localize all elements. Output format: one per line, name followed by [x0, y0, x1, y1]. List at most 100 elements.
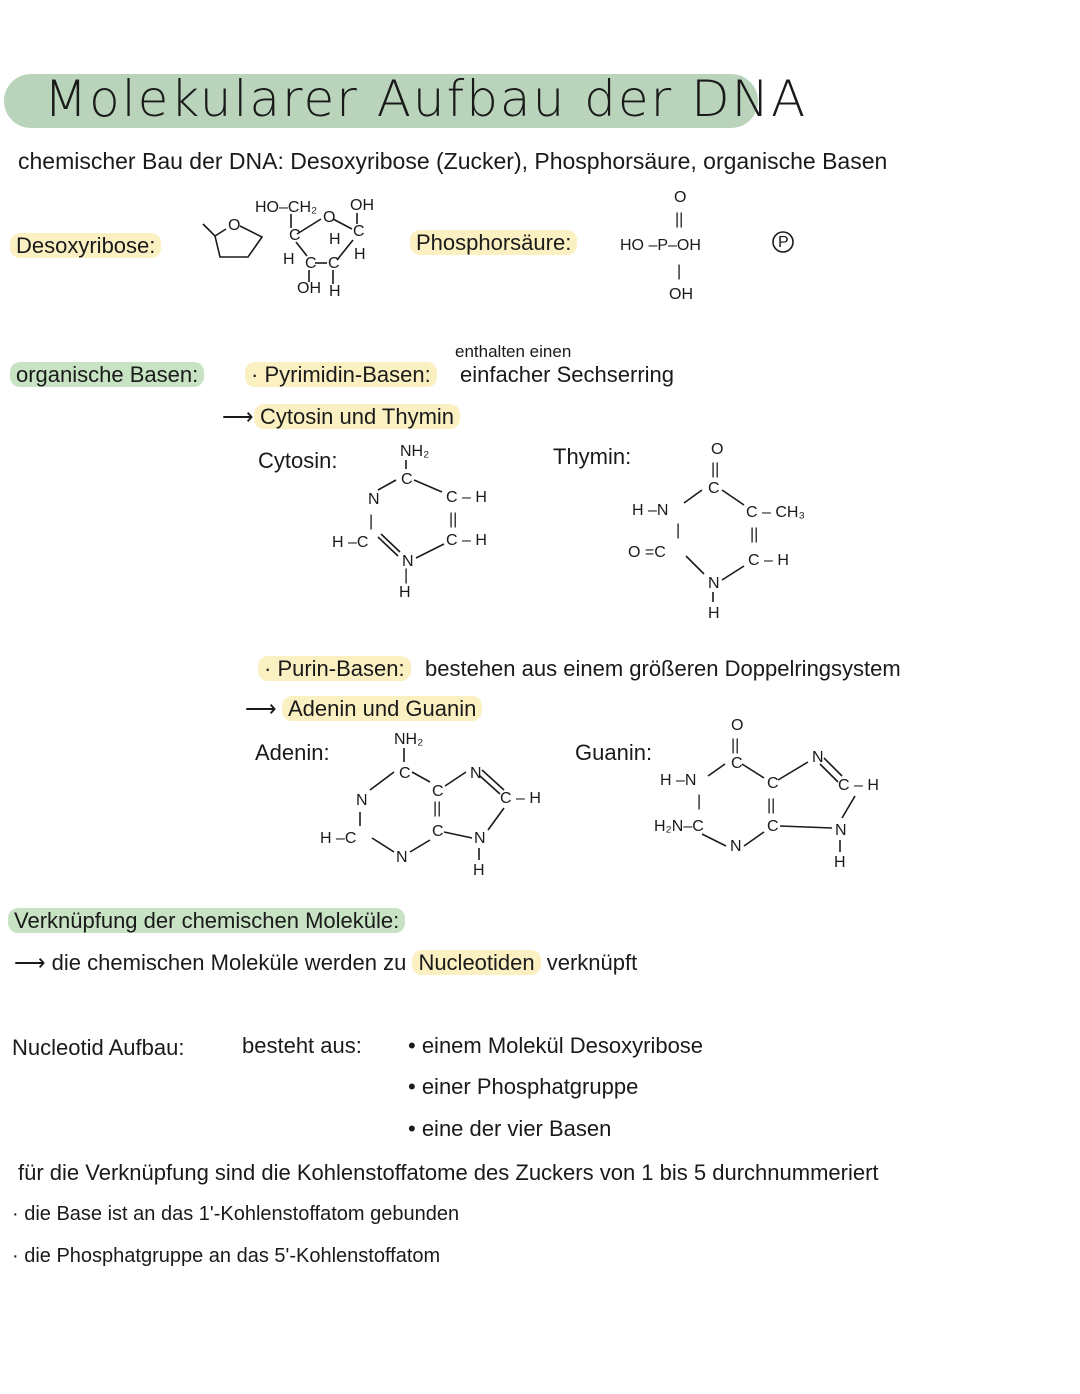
thymin-structure: O || C H –N C – CH₃ | || O =C C – H N H: [628, 441, 805, 622]
thymin-label: Thymin:: [553, 444, 632, 469]
svg-text:NH₂: NH₂: [394, 731, 423, 748]
svg-text:N: N: [356, 792, 368, 809]
pyrimidin-examples: Cytosin und Thymin: [254, 404, 461, 430]
purin-label: · Purin-Basen:: [258, 656, 411, 682]
svg-text:||: ||: [433, 800, 441, 817]
svg-text:||: ||: [711, 461, 719, 478]
svg-text:OH: OH: [669, 286, 693, 303]
svg-text:O: O: [711, 441, 723, 458]
svg-text:O: O: [674, 189, 686, 206]
svg-text:C: C: [731, 755, 743, 772]
svg-text:H: H: [354, 246, 366, 263]
svg-text:C: C: [328, 255, 340, 272]
organische-basen-label: organische Basen:: [10, 362, 205, 388]
adenin-label: Adenin:: [255, 740, 330, 765]
svg-text:O: O: [731, 717, 743, 734]
verknuepfung-prefix: die chemischen Moleküle werden zu: [51, 950, 407, 975]
svg-text:N: N: [835, 822, 847, 839]
svg-text:C – H: C – H: [838, 777, 879, 794]
svg-text:N: N: [812, 749, 824, 766]
svg-text:N: N: [708, 575, 720, 592]
svg-text:||: ||: [767, 797, 775, 814]
svg-text:||: ||: [449, 511, 457, 528]
svg-text:C: C: [399, 765, 411, 782]
svg-text:C: C: [432, 823, 444, 840]
svg-text:P: P: [778, 234, 789, 251]
svg-text:||: ||: [750, 526, 758, 543]
svg-text:C: C: [289, 227, 301, 244]
adenin-structure: NH₂ C N C N C – H || C N H H –C N: [320, 731, 541, 879]
svg-text:|: |: [369, 513, 373, 530]
guanin-structure: O || C H –N N C – H C || C | H₂N–C N N H: [654, 717, 879, 871]
list-item: • einem Molekül Desoxyribose: [408, 1033, 704, 1058]
svg-text:C: C: [432, 783, 444, 800]
arrow-icon: ⟶: [14, 950, 46, 975]
svg-text:N: N: [730, 838, 742, 855]
svg-text:N: N: [402, 553, 414, 570]
desoxyribose-ring: O: [202, 217, 264, 258]
svg-text:C – CH₃: C – CH₃: [746, 504, 805, 521]
svg-text:H: H: [283, 251, 295, 268]
phosphorsaeure-label: Phosphorsäure:: [410, 230, 578, 256]
page-title: Molekularer Aufbau der DNA: [44, 70, 808, 128]
svg-text:C – H: C – H: [446, 532, 487, 549]
svg-text:H: H: [473, 862, 485, 879]
verknuepfung-line: ⟶ die chemischen Moleküle werden zu Nucl…: [14, 950, 637, 976]
svg-text:H –C: H –C: [320, 830, 356, 847]
svg-text:H –N: H –N: [660, 772, 696, 789]
title-highlight: [4, 74, 758, 128]
svg-text:C: C: [305, 255, 317, 272]
svg-text:|: |: [676, 522, 680, 539]
list-item: • einer Phosphatgruppe: [408, 1074, 639, 1099]
verknuepfung-suffix: verknüpft: [546, 950, 638, 975]
svg-text:O: O: [323, 209, 335, 226]
svg-text:H: H: [834, 854, 846, 871]
pyrimidin-label: · Pyrimidin-Basen:: [245, 362, 437, 388]
svg-text:N: N: [368, 491, 380, 508]
svg-text:C: C: [401, 471, 413, 488]
svg-text:||: ||: [731, 737, 739, 754]
svg-text:C – H: C – H: [500, 790, 541, 807]
svg-text:H –C: H –C: [332, 534, 368, 551]
svg-text:||: ||: [675, 211, 683, 228]
purin-arrow: ⟶: [245, 696, 277, 721]
svg-text:C: C: [767, 818, 779, 835]
pyrimidin-arrow: ⟶: [222, 404, 254, 429]
besteht-label: besteht aus:: [242, 1033, 362, 1058]
nucleotiden-highlight: Nucleotiden: [412, 950, 541, 975]
svg-text:N: N: [396, 849, 408, 866]
svg-text:C: C: [708, 480, 720, 497]
guanin-label: Guanin:: [575, 740, 653, 765]
svg-text:C – H: C – H: [748, 552, 789, 569]
list-item: • eine der vier Basen: [408, 1116, 612, 1141]
svg-text:H: H: [329, 283, 341, 300]
svg-text:H₂N–C: H₂N–C: [654, 818, 704, 835]
svg-text:O: O: [228, 217, 240, 234]
svg-text:OH: OH: [350, 197, 374, 214]
svg-text:C: C: [353, 223, 365, 240]
phosphate-symbol-icon: [772, 231, 794, 253]
svg-text:HO –P–OH: HO –P–OH: [620, 237, 701, 254]
svg-text:H: H: [399, 584, 411, 601]
numbering-point: · die Base ist an das 1'-Kohlenstoffatom…: [12, 1203, 460, 1225]
nucleotid-label: Nucleotid Aufbau:: [12, 1035, 185, 1060]
desoxyribose-structure: HO–CH₂ OH C O C H H C C H OH H: [255, 197, 374, 300]
svg-text:HO–CH₂: HO–CH₂: [255, 199, 317, 216]
phosphorsaeure-structure: O || HO –P–OH | OH P: [620, 189, 794, 303]
desoxyribose-label: Desoxyribose:: [10, 233, 162, 259]
svg-text:|: |: [404, 567, 408, 584]
svg-text:OH: OH: [297, 280, 321, 297]
svg-text:C: C: [767, 775, 779, 792]
purin-examples: Adenin und Guanin: [282, 696, 483, 722]
cytosin-structure: NH₂ C C – H || C – H N H H –C N | |: [332, 443, 487, 601]
svg-text:H: H: [329, 231, 341, 248]
purin-note: bestehen aus einem größeren Doppelringsy…: [425, 656, 901, 681]
svg-text:|: |: [677, 263, 681, 280]
svg-text:NH₂: NH₂: [400, 443, 429, 460]
svg-text:H –N: H –N: [632, 502, 668, 519]
pyrimidin-note-top: enthalten einen: [455, 342, 572, 361]
numbering-point: · die Phosphatgruppe an das 5'-Kohlensto…: [12, 1245, 441, 1267]
svg-text:O =C: O =C: [628, 544, 666, 561]
intro-text: chemischer Bau der DNA: Desoxyribose (Zu…: [18, 148, 888, 174]
